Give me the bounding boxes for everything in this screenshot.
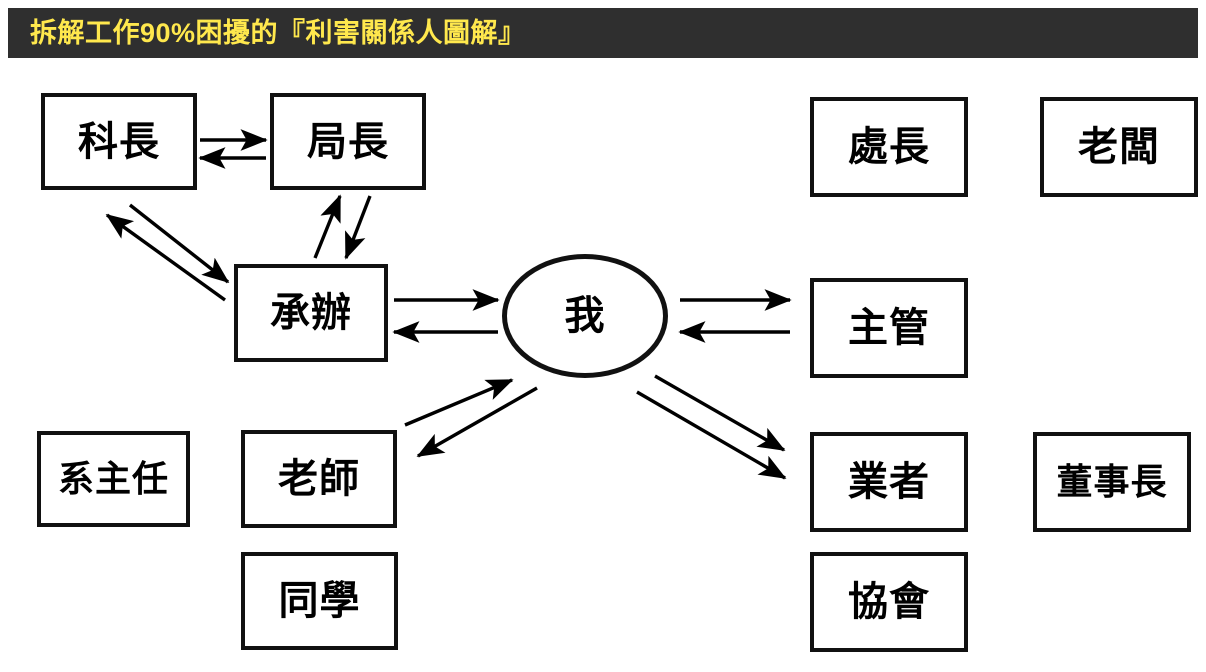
node-tong-xue[interactable]: 同學 xyxy=(241,552,398,650)
node-label: 科長 xyxy=(78,119,160,164)
node-ke-zhang[interactable]: 科長 xyxy=(41,93,197,190)
node-dong-shi-zhang[interactable]: 董事長 xyxy=(1033,432,1191,532)
node-label: 老師 xyxy=(278,457,360,501)
node-label: 我 xyxy=(564,294,606,338)
arrow-ke-zhang-to-cheng-ban xyxy=(128,203,230,284)
node-chu-zhang[interactable]: 處長 xyxy=(810,97,968,197)
node-zhu-guan[interactable]: 主管 xyxy=(810,278,968,378)
node-label: 業者 xyxy=(848,460,930,504)
node-label: 老闆 xyxy=(1078,125,1160,169)
arrow-lao-shi-to-wo xyxy=(404,378,514,427)
node-label: 局長 xyxy=(307,119,389,164)
node-ju-zhang[interactable]: 局長 xyxy=(270,93,426,190)
node-xi-zhu-ren[interactable]: 系主任 xyxy=(37,431,190,527)
node-lao-shi[interactable]: 老師 xyxy=(241,430,397,528)
node-label: 承辦 xyxy=(270,291,352,335)
node-label: 處長 xyxy=(848,125,930,169)
arrow-wo-to-lao-shi xyxy=(416,386,538,458)
arrow-cheng-ban-to-ju-zhang xyxy=(313,194,342,259)
title-banner: 拆解工作90%困擾的『利害關係人圖解』 xyxy=(8,8,1198,58)
page-title: 拆解工作90%困擾的『利害關係人圖解』 xyxy=(30,17,526,48)
node-label: 系主任 xyxy=(57,458,169,499)
node-lao-ban[interactable]: 老闆 xyxy=(1040,97,1198,197)
node-wo[interactable]: 我 xyxy=(502,254,668,378)
node-label: 董事長 xyxy=(1056,461,1168,502)
node-label: 協會 xyxy=(848,580,930,624)
node-label: 主管 xyxy=(848,306,930,350)
arrow-ju-zhang-to-cheng-ban xyxy=(344,195,372,260)
arrow-wo-to-ye-zhe xyxy=(654,374,786,452)
node-xie-hui[interactable]: 協會 xyxy=(810,552,968,652)
node-label: 同學 xyxy=(278,579,361,623)
arrow-wo-to-xie-hui xyxy=(636,390,787,480)
arrow-cheng-ban-to-ke-zhang xyxy=(105,213,226,302)
node-cheng-ban[interactable]: 承辦 xyxy=(234,264,388,362)
node-ye-zhe[interactable]: 業者 xyxy=(810,432,968,532)
